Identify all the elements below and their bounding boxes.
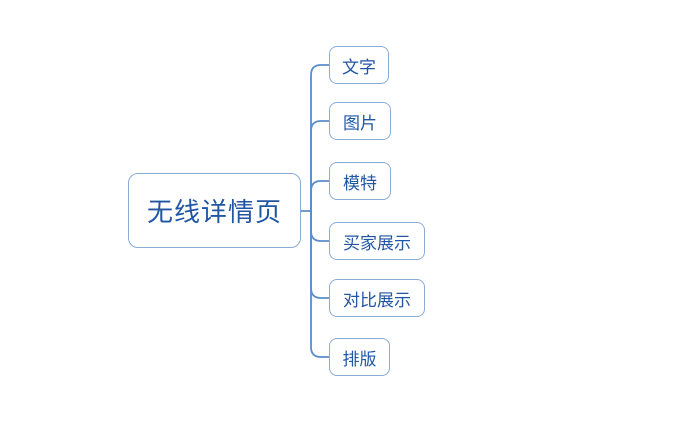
connector-branch-maijia (310, 210, 330, 242)
node-label: 买家展示 (343, 233, 411, 253)
node-label: 排版 (342, 349, 377, 369)
mindmap-node-image[interactable]: 图片 (329, 102, 391, 140)
connector-branch-wenzi (310, 64, 330, 212)
node-label: 图片 (343, 113, 377, 133)
node-label: 对比展示 (343, 290, 411, 310)
mindmap-root-node[interactable]: 无线详情页 (128, 173, 301, 248)
node-label: 模特 (343, 173, 377, 193)
mindmap-node-buyer-show[interactable]: 买家展示 (329, 222, 425, 260)
connector-branch-duibi (310, 210, 330, 299)
mindmap-node-compare-show[interactable]: 对比展示 (329, 279, 425, 317)
connector-branch-tupian (310, 120, 330, 212)
mindmap-node-model[interactable]: 模特 (329, 162, 391, 200)
node-label: 文字 (342, 57, 376, 77)
root-node-label: 无线详情页 (146, 198, 282, 227)
connector-branch-paiban (310, 210, 330, 358)
connector-branch-mote (310, 180, 330, 212)
mindmap-node-layout[interactable]: 排版 (329, 338, 390, 376)
mindmap-node-text[interactable]: 文字 (329, 46, 389, 84)
